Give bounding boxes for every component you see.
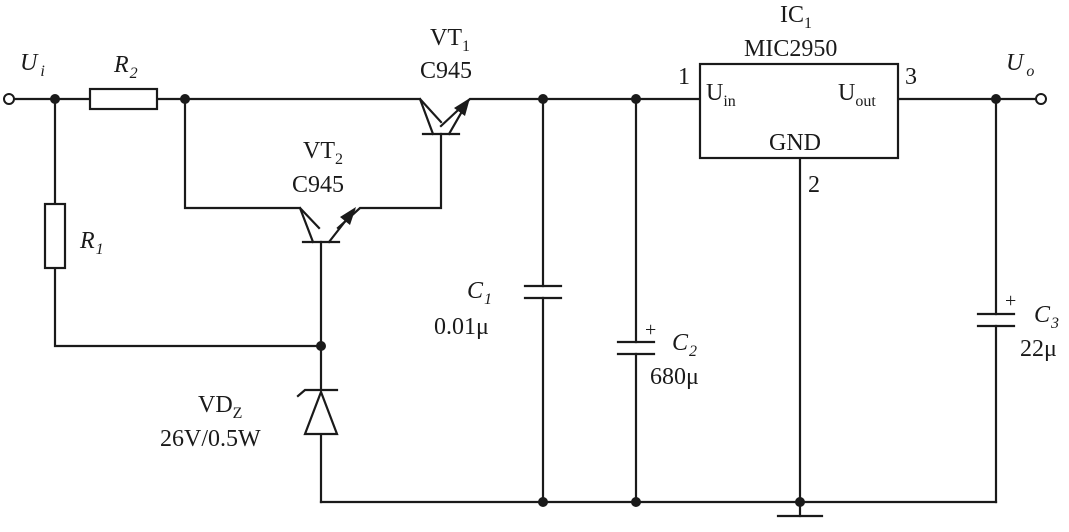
wire-r1-bottom — [53, 266, 323, 348]
label-ic1-pin-in: Uin — [706, 80, 736, 110]
capacitor-c3 — [976, 312, 1016, 328]
vt2-collector-leg — [298, 206, 315, 244]
wire-vt2-collector — [183, 97, 321, 230]
junction-c2-bottom — [631, 497, 641, 507]
label-ic1-gnd: GND — [769, 130, 821, 156]
wire-vt1-emitter — [439, 97, 702, 128]
capacitor-c2 — [616, 340, 656, 356]
label-c3-polarity: + — [1005, 290, 1016, 312]
label-c3: C3 — [1034, 302, 1059, 332]
label-vt1-part: C945 — [420, 58, 472, 84]
wire-vt1-collector — [183, 97, 443, 124]
transistor-vt1 — [418, 97, 470, 136]
zener-triangle — [303, 388, 339, 436]
junction-ground — [795, 497, 805, 507]
zener-diode-vdz — [296, 388, 339, 436]
junction-c1-top — [538, 94, 548, 104]
label-c2-polarity: + — [645, 319, 656, 341]
label-c3-value: 22μ — [1020, 336, 1057, 362]
input-terminal — [3, 93, 15, 105]
junction-r2 — [180, 94, 190, 104]
junction-input — [50, 94, 60, 104]
wires — [12, 97, 1038, 518]
label-ic1-pin3: 3 — [905, 64, 917, 90]
label-ic1-pin2: 2 — [808, 172, 820, 198]
label-c2-value: 680μ — [650, 364, 699, 390]
label-r2: R2 — [113, 52, 138, 82]
label-c1-value: 0.01μ — [434, 314, 489, 340]
label-vt2-part: C945 — [292, 172, 344, 198]
junction-c1-bottom — [538, 497, 548, 507]
label-vdz-rating: 26V/0.5W — [160, 426, 261, 452]
junction-c2-top — [631, 94, 641, 104]
capacitor-c1 — [523, 284, 563, 300]
label-vt1-name: VT1 — [430, 25, 470, 55]
label-c2: C2 — [672, 330, 697, 360]
label-c1: C1 — [467, 278, 492, 308]
label-ic1-pin1: 1 — [678, 64, 690, 90]
label-r1: R1 — [79, 228, 104, 258]
resistor-r2 — [88, 87, 159, 111]
output-terminal — [1035, 93, 1047, 105]
junctions — [50, 94, 1001, 507]
vt1-emitter-arrow — [454, 98, 470, 116]
vt1-collector-leg — [418, 97, 435, 136]
zener-bar — [296, 388, 339, 398]
label-ic1-pin-out: Uout — [838, 80, 876, 110]
label-ic1-part: MIC2950 — [744, 36, 837, 62]
resistor-r1 — [43, 202, 67, 270]
junction-zener — [316, 341, 326, 351]
label-vdz-name: VDZ — [198, 392, 242, 422]
junction-c3-top — [991, 94, 1001, 104]
ic1-body — [698, 62, 900, 160]
label-vt2-name: VT2 — [303, 138, 343, 168]
transistor-vt2 — [298, 206, 356, 244]
vt2-emitter-arrow — [340, 207, 356, 225]
label-ic1-name: IC1 — [780, 2, 812, 32]
